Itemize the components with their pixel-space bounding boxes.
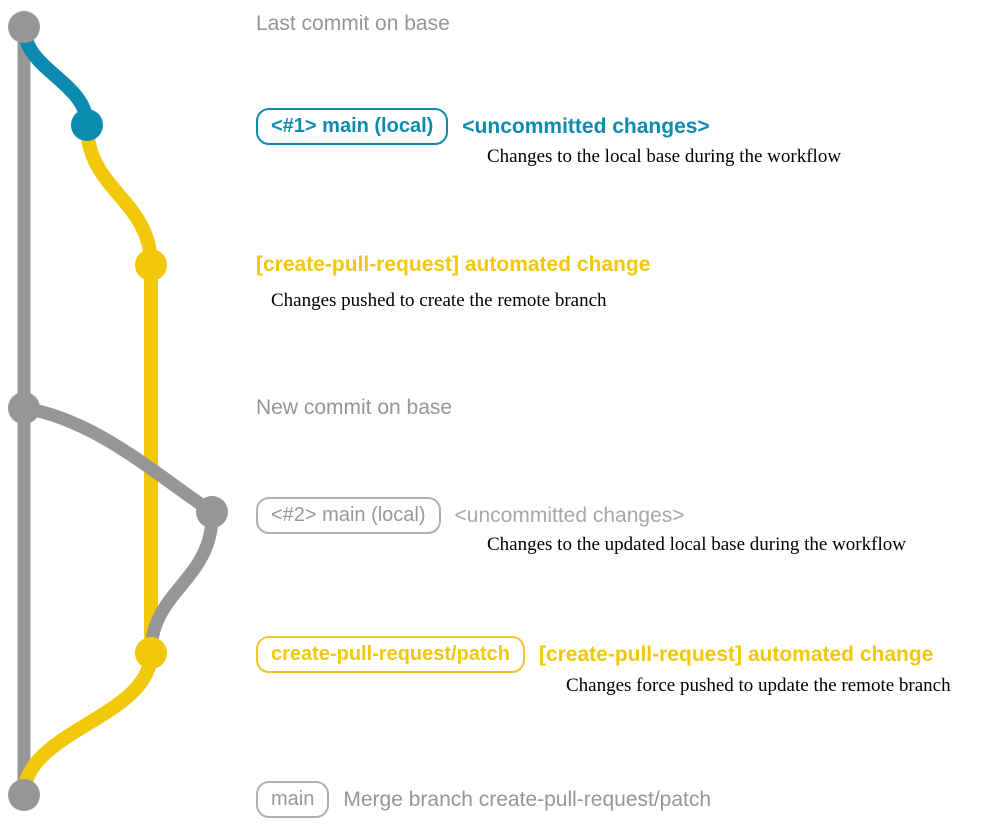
entry-remote-change-2: create-pull-request/patch [create-pull-r… <box>256 636 933 673</box>
commit-node-remote-1[interactable] <box>135 249 167 281</box>
commit-note-remote-2: Changes force pushed to update the remot… <box>566 675 951 696</box>
entry-remote-change-1: [create-pull-request] automated change <box>256 253 650 277</box>
commit-node-local-2[interactable] <box>196 496 228 528</box>
remote-merge-line <box>17 646 158 802</box>
commit-note-local-2: Changes to the updated local base during… <box>487 534 906 555</box>
commit-node-base-new[interactable] <box>8 392 40 424</box>
entry-merge-commit: main Merge branch create-pull-request/pa… <box>256 781 711 818</box>
merge-into-remote-line <box>144 505 219 660</box>
remote-branch-line-1 <box>80 118 158 660</box>
commit-subject: [create-pull-request] automated change <box>256 253 651 276</box>
commit-node-base-last[interactable] <box>8 11 40 43</box>
commit-subject: Last commit on base <box>256 12 450 35</box>
entry-local-change-2: <#2> main (local) <uncommitted changes> <box>256 497 685 534</box>
ref-badge-local-1[interactable]: <#1> main (local) <box>256 108 449 145</box>
commit-node-local-1[interactable] <box>71 109 103 141</box>
ref-badge-remote-branch[interactable]: create-pull-request/patch <box>256 636 525 673</box>
commit-node-remote-2[interactable] <box>135 637 167 669</box>
commit-note-remote-1: Changes pushed to create the remote bran… <box>271 290 607 311</box>
commit-subject: <uncommitted changes> <box>462 114 710 138</box>
entry-last-commit-on-base: Last commit on base <box>256 12 450 36</box>
commit-subject: [create-pull-request] automated change <box>538 642 934 666</box>
commit-subject: <uncommitted changes> <box>454 503 685 527</box>
local-branch-line-1 <box>17 20 94 132</box>
local-branch-line-2 <box>17 401 219 519</box>
entry-local-change-1: <#1> main (local) <uncommitted changes> <box>256 108 710 145</box>
entry-new-commit-on-base: New commit on base <box>256 396 452 420</box>
ref-badge-main[interactable]: main <box>256 781 330 818</box>
commit-note-local-1: Changes to the local base during the wor… <box>487 146 842 167</box>
commit-node-base-merge[interactable] <box>8 779 40 811</box>
commit-subject: Merge branch create-pull-request/patch <box>343 787 712 811</box>
ref-badge-local-2[interactable]: <#2> main (local) <box>256 497 441 534</box>
commit-subject: New commit on base <box>256 396 453 419</box>
